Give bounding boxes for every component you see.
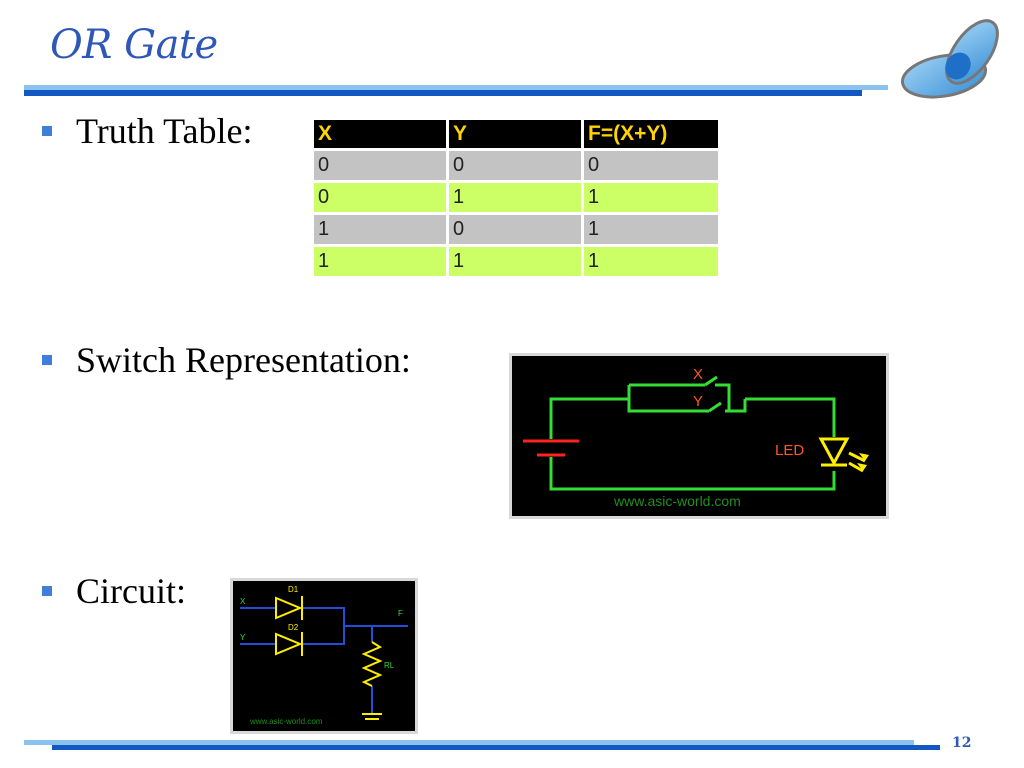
title-underline-dark bbox=[24, 90, 862, 96]
table-cell: 1 bbox=[314, 215, 446, 244]
led-label: LED bbox=[775, 442, 804, 459]
bullet-marker bbox=[42, 126, 52, 136]
footer-bar-light bbox=[24, 740, 914, 745]
circuit-wire bbox=[549, 397, 629, 423]
switch-y-blade bbox=[708, 401, 722, 413]
footer-bar-dark bbox=[52, 745, 940, 750]
slide-title: OR Gate bbox=[50, 22, 218, 68]
table-row: 1 0 1 bbox=[314, 215, 718, 244]
label-x: X bbox=[240, 597, 246, 606]
switch-watermark: www.asic-world.com bbox=[613, 493, 741, 509]
bullet-marker bbox=[42, 355, 52, 365]
ground-icon bbox=[362, 713, 382, 720]
truth-table: X Y F=(X+Y) 0 0 0 0 1 1 1 0 1 1 1 1 bbox=[311, 117, 721, 279]
label-d1: D1 bbox=[288, 585, 299, 594]
table-cell: 0 bbox=[584, 151, 718, 180]
led-icon bbox=[818, 437, 869, 473]
switch-label-x: X bbox=[693, 366, 703, 383]
table-cell: 1 bbox=[314, 247, 446, 276]
switch-diagram: X Y LED www.asic-world.com bbox=[509, 353, 889, 519]
circuit-wire bbox=[549, 457, 836, 491]
table-row: 0 0 0 bbox=[314, 151, 718, 180]
switch-x-blade bbox=[704, 375, 718, 387]
table-cell: 1 bbox=[584, 247, 718, 276]
table-cell: 0 bbox=[314, 183, 446, 212]
header-x: X bbox=[314, 120, 446, 148]
circuit-diagram: D1 D2 X Y F RL www.asic-world.com bbox=[230, 578, 418, 734]
circuit-wire bbox=[745, 397, 836, 437]
title-underline-light bbox=[24, 85, 888, 90]
switch-wire bbox=[627, 385, 709, 413]
resistor-icon bbox=[361, 641, 383, 687]
header-f: F=(X+Y) bbox=[584, 120, 718, 148]
switch-label-y: Y bbox=[693, 393, 703, 410]
table-cell: 1 bbox=[449, 247, 581, 276]
label-f: F bbox=[398, 609, 403, 618]
table-cell: 1 bbox=[449, 183, 581, 212]
label-y: Y bbox=[240, 633, 246, 642]
label-d2: D2 bbox=[288, 623, 299, 632]
table-cell: 0 bbox=[449, 215, 581, 244]
table-cell: 1 bbox=[584, 183, 718, 212]
bullet-marker bbox=[42, 586, 52, 596]
header-y: Y bbox=[449, 120, 581, 148]
table-header-row: X Y F=(X+Y) bbox=[314, 120, 718, 148]
bullet-switch-representation: Switch Representation: bbox=[76, 340, 411, 380]
diode-d2-icon bbox=[275, 632, 303, 656]
table-row: 0 1 1 bbox=[314, 183, 718, 212]
circuit-watermark: www.asic-world.com bbox=[249, 717, 323, 726]
logo-icon bbox=[900, 19, 999, 99]
bullet-circuit: Circuit: bbox=[76, 571, 186, 611]
table-cell: 0 bbox=[449, 151, 581, 180]
table-cell: 0 bbox=[314, 151, 446, 180]
table-cell: 1 bbox=[584, 215, 718, 244]
label-rl: RL bbox=[384, 661, 395, 670]
diode-d1-icon bbox=[275, 596, 303, 620]
table-row: 1 1 1 bbox=[314, 247, 718, 276]
bullet-truth-table: Truth Table: bbox=[76, 111, 253, 151]
page-number: 12 bbox=[952, 735, 972, 751]
